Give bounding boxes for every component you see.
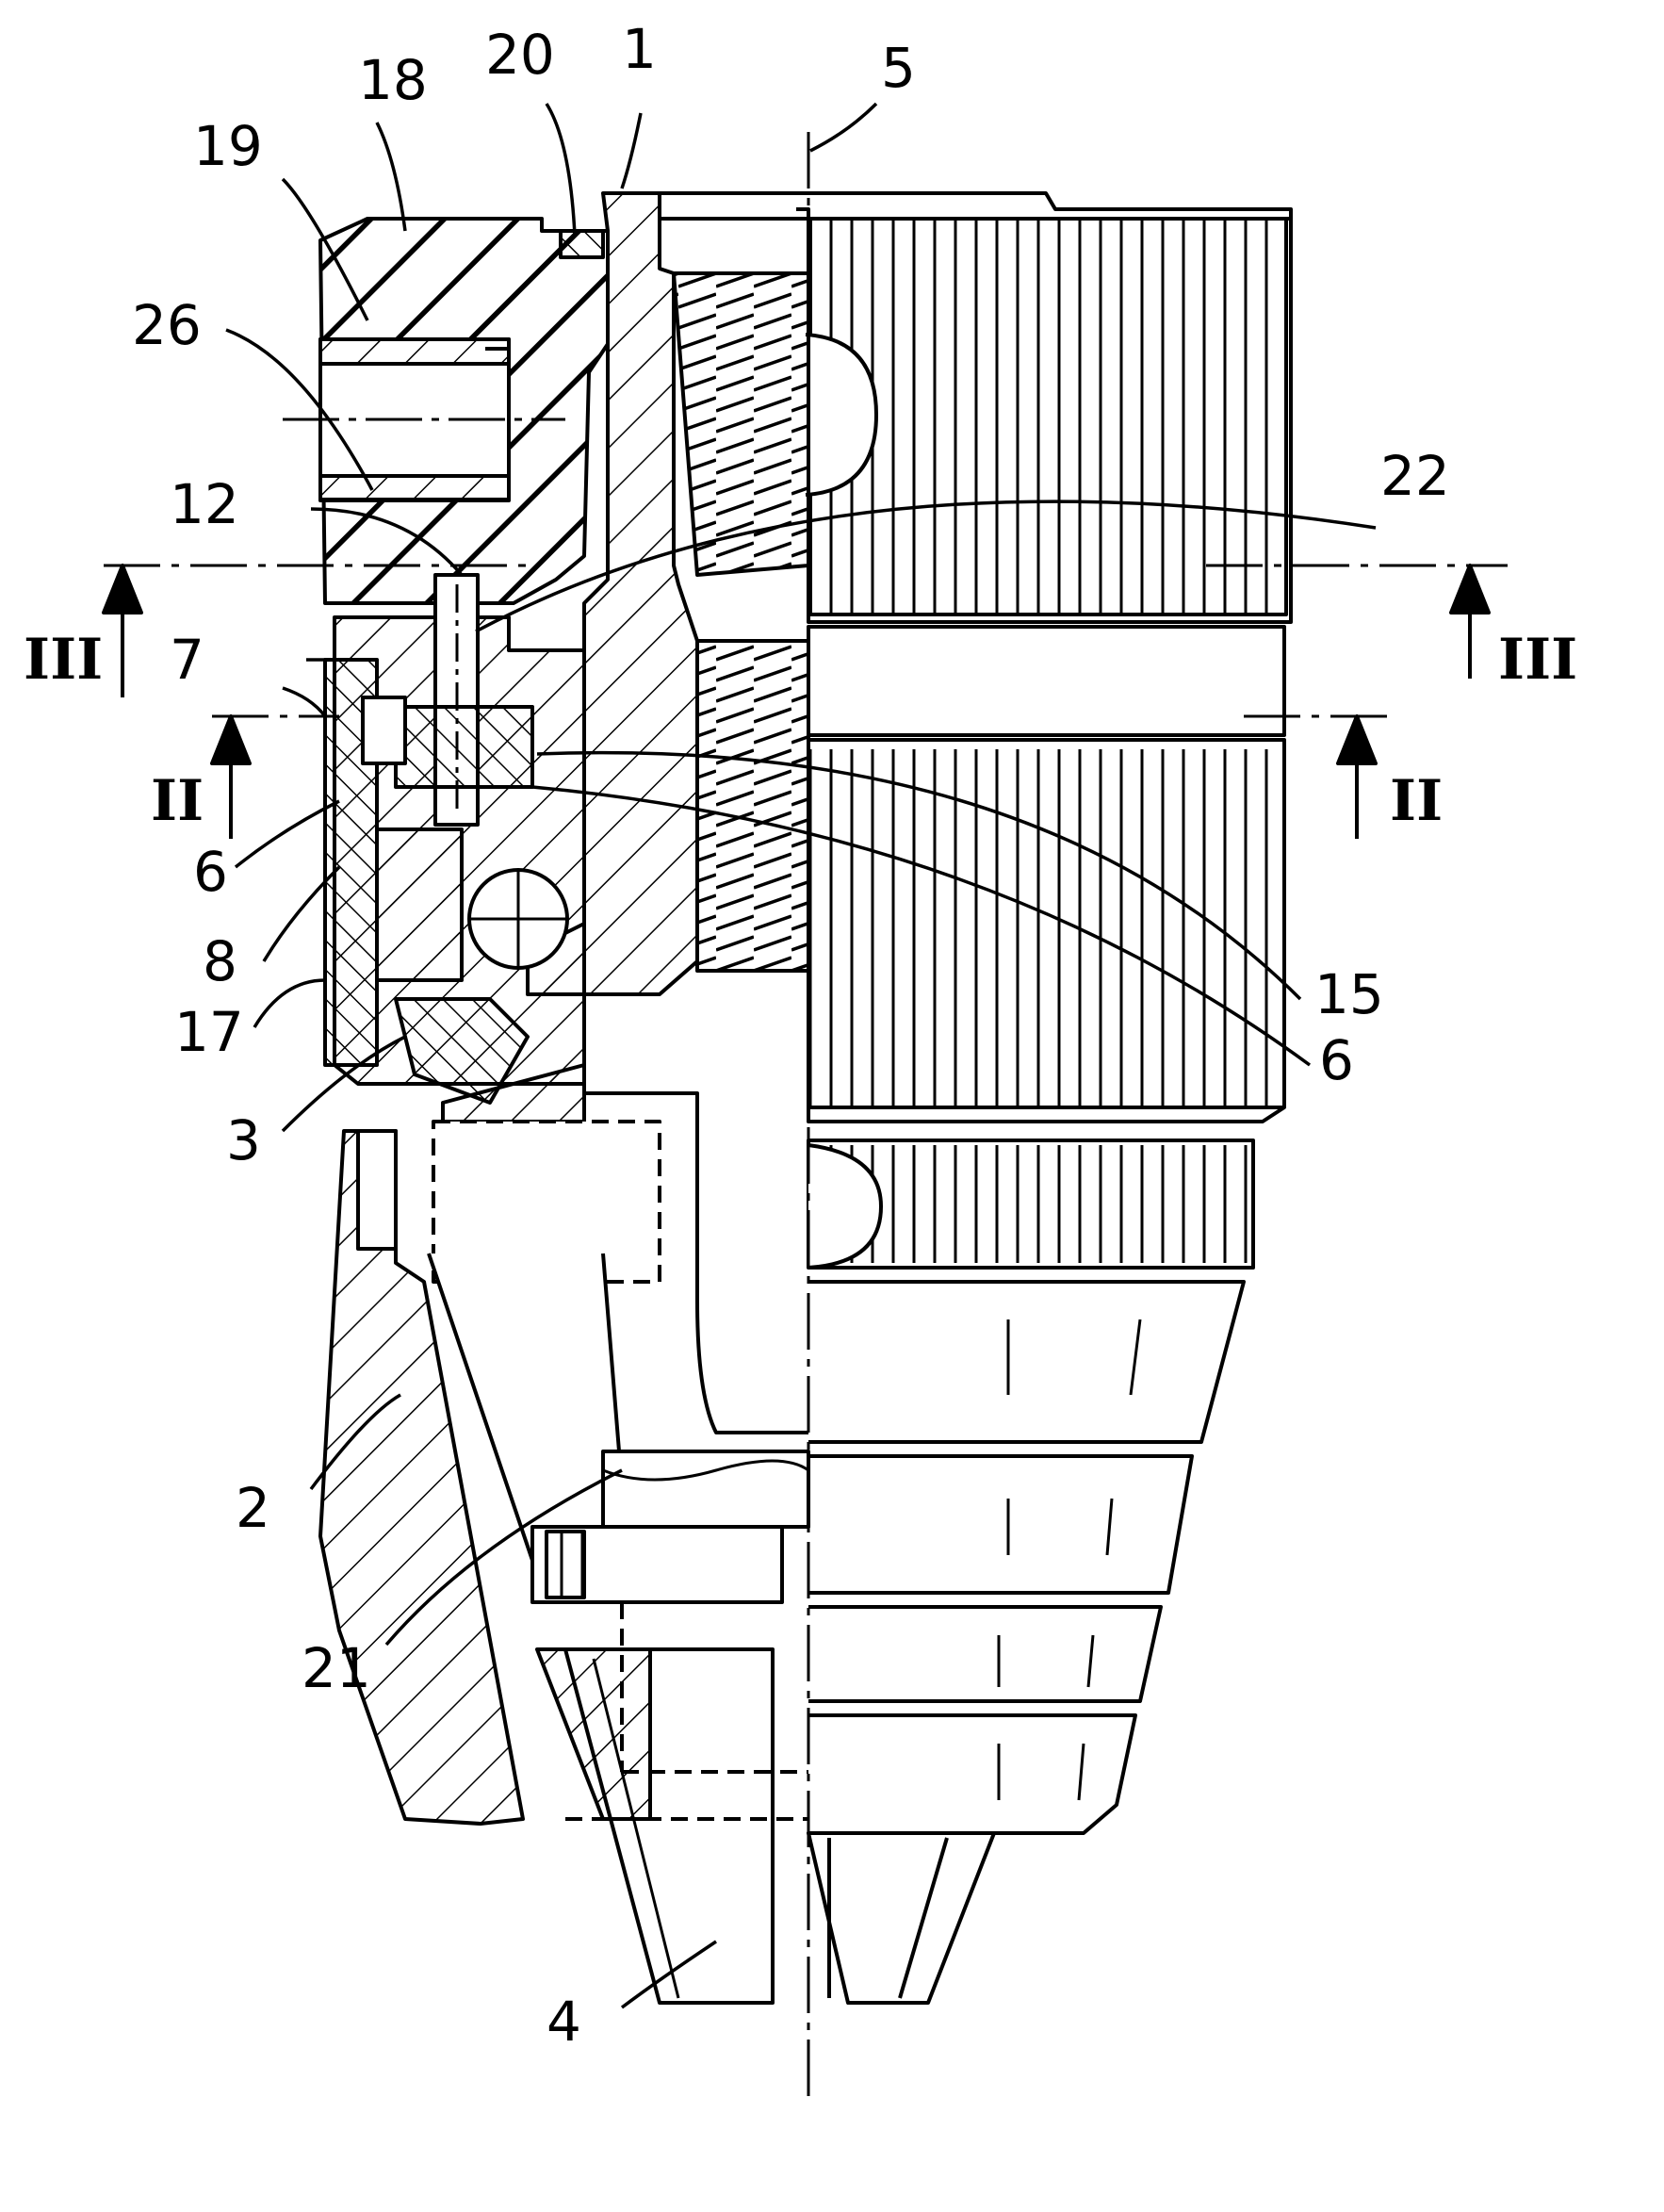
- label-4: 4: [547, 1990, 581, 2054]
- section-left: [283, 193, 808, 2003]
- label-12: 12: [170, 472, 239, 536]
- label-17: 17: [174, 1000, 244, 1064]
- label-26: 26: [132, 293, 202, 357]
- section-mark-ii-right: II: [1390, 768, 1443, 834]
- drawing-body: [104, 104, 1508, 2102]
- label-2: 2: [236, 1476, 270, 1540]
- label-8: 8: [203, 929, 237, 993]
- section-mark-ii-left: II: [151, 768, 204, 834]
- label-15: 15: [1314, 962, 1384, 1026]
- label-21: 21: [302, 1636, 371, 1700]
- label-7: 6: [193, 840, 228, 904]
- label-9: 7: [170, 628, 204, 692]
- label-1: 1: [622, 17, 657, 81]
- label-20: 20: [485, 23, 555, 87]
- label-22: 22: [1380, 444, 1450, 508]
- section-mark-iii-left: III: [24, 627, 103, 693]
- label-18: 18: [358, 48, 428, 112]
- label-5: 5: [881, 36, 916, 100]
- section-mark-iii-right: III: [1498, 627, 1577, 693]
- label-19: 19: [193, 114, 263, 178]
- label-3: 3: [226, 1108, 261, 1172]
- label-6: 6: [1319, 1028, 1354, 1092]
